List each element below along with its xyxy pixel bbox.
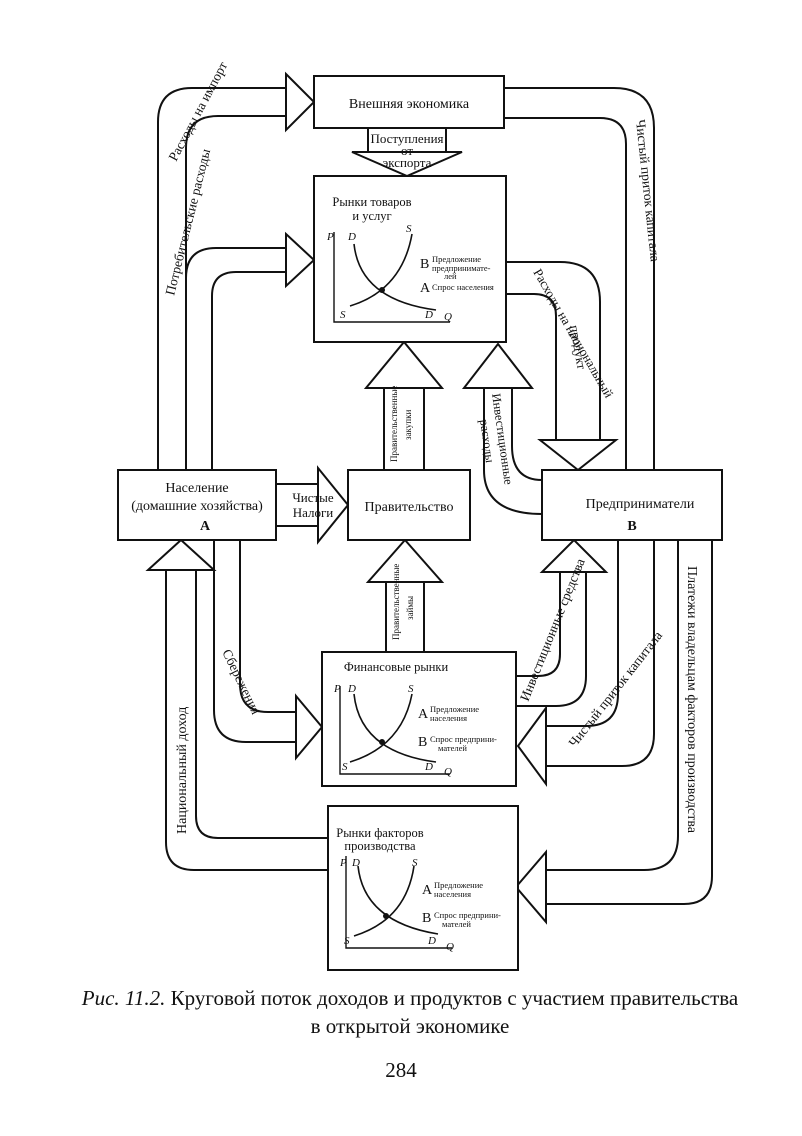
financial-s-label-bottom: S bbox=[342, 761, 348, 773]
flow-savings bbox=[213, 540, 324, 761]
net-taxes-label: Чистые bbox=[292, 490, 334, 505]
goods-market-graph: P D S S D Q В Предложение предпринимате-… bbox=[326, 223, 494, 323]
factor-b-marker: В bbox=[422, 911, 431, 926]
gov-borrowing-label: Правительственные bbox=[391, 564, 401, 640]
caption-line-1: Рис. 11.2. Круговой поток доходов и прод… bbox=[60, 984, 760, 1012]
financial-markets-box bbox=[321, 651, 517, 787]
financial-markets-title: Финансовые рынки bbox=[344, 660, 449, 674]
investment-funds-label: Инвестиционные средства bbox=[517, 556, 588, 703]
goods-b-marker: В bbox=[420, 257, 429, 272]
goods-market-box bbox=[313, 175, 507, 343]
gov-purchases-label-2: закупки bbox=[403, 410, 413, 440]
financial-s-label: S bbox=[408, 683, 414, 695]
page-number: 284 bbox=[385, 1058, 417, 1082]
external-economy-label: Внешняя экономика bbox=[349, 97, 470, 112]
net-capital-inflow-bottom-label: Чистый приток капитала bbox=[566, 628, 666, 750]
flow-consumer-spending bbox=[185, 231, 316, 470]
government-box bbox=[347, 469, 471, 541]
factor-supply-label-2: населения bbox=[434, 889, 471, 899]
caption-line-2: в открытой экономике bbox=[310, 1014, 510, 1038]
households-tag: А bbox=[200, 519, 211, 534]
financial-a-marker: А bbox=[418, 707, 429, 722]
caption-prefix: Рис. 11.2. bbox=[81, 986, 166, 1010]
goods-supply-label-3: лей bbox=[444, 271, 457, 281]
flow-net-capital-inflow-bottom bbox=[516, 540, 655, 788]
financial-b-marker: В bbox=[418, 735, 427, 750]
financial-supply-label: Предложение bbox=[430, 704, 479, 714]
financial-d-label-bottom: D bbox=[424, 761, 433, 773]
gov-purchases-label: Правительственные bbox=[389, 386, 399, 462]
financial-p-label: P bbox=[333, 683, 341, 695]
external-economy-box bbox=[313, 75, 505, 129]
business-label: Предприниматели bbox=[586, 497, 695, 512]
flow-national-product-spending bbox=[506, 261, 619, 472]
financial-demand-label-2: мателей bbox=[438, 743, 467, 753]
goods-s-label-bottom: S bbox=[340, 309, 346, 321]
factor-p-label: P bbox=[339, 857, 347, 869]
flow-net-capital-inflow-top bbox=[504, 87, 655, 470]
factor-market-graph: P D S S D Q А Предложение населения В Сп… bbox=[339, 856, 501, 953]
national-income-label: Национальный доход bbox=[175, 707, 190, 834]
households-label-2: (домашние хозяйства) bbox=[131, 499, 263, 514]
goods-supply-label-2: предпринимате- bbox=[432, 263, 491, 273]
business-tag: В bbox=[627, 519, 636, 534]
factor-demand-label: Спрос предприни- bbox=[434, 910, 501, 920]
flow-investment-spending bbox=[461, 342, 543, 515]
households-box bbox=[117, 469, 277, 541]
flow-net-taxes bbox=[276, 465, 350, 545]
factor-s-label-bottom: S bbox=[344, 935, 350, 947]
factor-d-label: D bbox=[351, 857, 360, 869]
export-revenue-label: Поступления bbox=[370, 131, 443, 146]
net-taxes-label-2: Налоги bbox=[293, 505, 334, 520]
figure-caption: Рис. 11.2. Круговой поток доходов и прод… bbox=[60, 984, 760, 1040]
gov-borrowing-label-2: займы bbox=[405, 596, 415, 620]
factor-markets-title-2: производства bbox=[344, 839, 416, 853]
factor-markets-box bbox=[327, 805, 519, 971]
factor-payments-label: Платежи владельцам факторов производства bbox=[684, 566, 699, 834]
flow-government-purchases bbox=[363, 340, 445, 470]
goods-market-title-2: и услуг bbox=[352, 209, 391, 223]
caption-text-1: Круговой поток доходов и продуктов с уча… bbox=[170, 986, 739, 1010]
factor-q-label: Q bbox=[446, 941, 454, 953]
goods-q-label: Q bbox=[444, 311, 452, 323]
flow-factor-payments bbox=[514, 540, 713, 925]
factor-markets-title: Рынки факторов bbox=[336, 826, 424, 840]
goods-d-label: D bbox=[347, 231, 356, 243]
export-revenue-label-3: экспорта bbox=[383, 155, 432, 170]
goods-market-title: Рынки товаров bbox=[332, 195, 411, 209]
export-revenue-label-2: от bbox=[401, 143, 413, 158]
factor-d-label-bottom: D bbox=[427, 935, 436, 947]
national-product-spending-label-2: продукт bbox=[567, 324, 590, 371]
goods-supply-label: Предложение bbox=[432, 254, 481, 264]
goods-demand-label: Спрос населения bbox=[432, 282, 494, 292]
net-capital-inflow-top-label: Чистый приток капитала bbox=[633, 119, 663, 262]
financial-supply-label-2: населения bbox=[430, 713, 467, 723]
investment-spending-label-2: расходы bbox=[477, 418, 497, 464]
financial-market-graph: P D S S D Q А Предложение населения В Сп… bbox=[333, 683, 497, 778]
factor-a-marker: А bbox=[422, 883, 433, 898]
consumer-spending-label: Потребительские расходы bbox=[162, 147, 213, 296]
financial-d-label: D bbox=[347, 683, 356, 695]
savings-label: Сбережения bbox=[219, 647, 263, 717]
factor-s-label: S bbox=[412, 857, 418, 869]
factor-demand-label-2: мателей bbox=[442, 919, 471, 929]
flow-government-borrowing bbox=[365, 538, 445, 652]
factor-supply-label: Предложение bbox=[434, 880, 483, 890]
government-label: Правительство bbox=[365, 500, 454, 515]
flow-export-revenue bbox=[351, 128, 463, 178]
flow-import-spending bbox=[157, 71, 316, 470]
goods-a-marker: А bbox=[420, 281, 431, 296]
households-label: Население bbox=[165, 481, 228, 496]
financial-demand-label: Спрос предприни- bbox=[430, 734, 497, 744]
goods-p-label: P bbox=[326, 231, 334, 243]
financial-q-label: Q bbox=[444, 766, 452, 778]
flow-investment-funds bbox=[516, 538, 609, 707]
flow-national-income bbox=[145, 538, 328, 871]
business-box bbox=[541, 469, 723, 541]
goods-d-label-bottom: D bbox=[424, 309, 433, 321]
goods-s-label: S bbox=[406, 223, 412, 235]
